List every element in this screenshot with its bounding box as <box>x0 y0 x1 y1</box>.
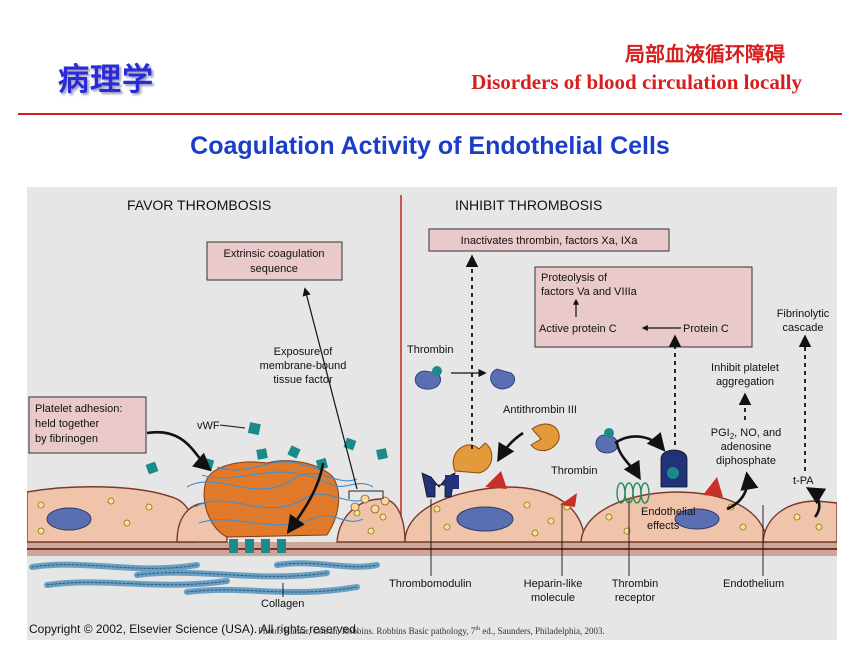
tissue-factor-bars <box>229 539 286 553</box>
exposure-line-3: tissue factor <box>273 374 333 386</box>
arrow-antithrombin-binding <box>497 431 524 463</box>
antithrombin-free <box>530 423 560 452</box>
antithrombin-bound <box>452 442 493 474</box>
slide-title: Coagulation Activity of Endothelial Cell… <box>190 132 670 160</box>
thrombin-molecule-top <box>414 366 515 390</box>
nucleus <box>674 508 720 530</box>
chapter-title-chinese: 局部血液循环障碍 <box>625 42 785 66</box>
nucleus <box>46 507 92 531</box>
thrombin-receptor-line-2: receptor <box>615 592 656 604</box>
fibrinolytic-line-2: cascade <box>783 322 824 334</box>
protein-c-label: Protein C <box>683 323 729 335</box>
proteolysis-line-2: factors Va and VIIIa <box>541 286 638 298</box>
figure-credit: Photo: Kumar, Cotran, Robbins. Robbins B… <box>258 626 605 636</box>
pgi2-line-3: diphosphate <box>716 455 776 467</box>
exposure-line-2: membrane-bound <box>260 360 347 372</box>
figure-background <box>27 187 837 640</box>
inhibit-platelet-line-2: aggregation <box>716 376 774 388</box>
thrombin-top-label: Thrombin <box>407 344 453 356</box>
heparin-line-1: Heparin-like <box>524 578 583 590</box>
thrombin-receptor-coils <box>616 482 650 504</box>
thrombomodulin-label: Thrombomodulin <box>389 578 472 590</box>
chapter-title-english: Disorders of blood circulation locally <box>471 70 802 94</box>
platelets-near-clot <box>350 494 390 514</box>
proteolysis-line-1: Proteolysis of <box>541 272 608 284</box>
exposure-line-1: Exposure of <box>274 346 334 358</box>
thrombin-receptor-line-1: Thrombin <box>612 578 658 590</box>
box-platelet-adhesion <box>28 396 147 454</box>
nucleus <box>456 506 514 532</box>
endothelial-coagulation-figure: FAVOR THROMBOSIS INHIBIT THROMBOSIS <box>27 187 837 640</box>
fibrinolytic-line-1: Fibrinolytic <box>777 308 830 320</box>
arrow-clot-to-tissue <box>286 462 325 534</box>
platelet-line-2: held together <box>35 418 100 430</box>
copyright-notice: Copyright © 2002, Elsevier Science (USA)… <box>29 622 359 636</box>
platelet-line-3: by fibrinogen <box>35 433 98 445</box>
tpa-label: t-PA <box>793 475 814 487</box>
collagen-fibers <box>29 560 380 596</box>
extrinsic-line-1: Extrinsic coagulation <box>224 248 325 260</box>
inactivates-text: Inactivates thrombin, factors Xa, IXa <box>461 235 639 247</box>
vwf-molecules <box>145 422 388 475</box>
endothelial-effects-line-2: effects <box>647 520 680 532</box>
bracket <box>348 490 384 499</box>
arrow-endothelial-effects <box>726 471 759 511</box>
vwf-label: vWF <box>197 420 220 432</box>
heparin-triangle <box>703 477 723 497</box>
header-divider <box>18 113 842 115</box>
active-protein-c-label: Active protein C <box>539 323 617 335</box>
pgi2-line-1: PGI2, NO, and <box>711 427 781 441</box>
arrow-thrombin-to-receptor <box>614 431 666 452</box>
pgi2-line-2: adenosine <box>721 441 772 453</box>
platelet-clot <box>203 460 340 538</box>
arrow-to-extrinsic <box>302 287 358 490</box>
box-extrinsic-coagulation <box>206 241 343 281</box>
arrow-thrombin-to-coil <box>615 442 641 481</box>
box-inactivates-thrombin <box>428 228 670 252</box>
heparin-triangle <box>560 493 577 507</box>
receptor-binding-site <box>667 467 679 479</box>
inhibit-platelet-line-1: Inhibit platelet <box>711 362 779 374</box>
heparin-line-2: molecule <box>531 592 575 604</box>
course-title: 病理学 <box>58 62 154 98</box>
arrow-tpa-release <box>805 487 827 518</box>
thrombomodulin-block <box>445 475 459 489</box>
thrombin-mid-label: Thrombin <box>551 465 597 477</box>
vwf-pointer <box>219 424 246 429</box>
antithrombin-label: Antithrombin III <box>503 404 577 416</box>
platelet-line-1: Platelet adhesion: <box>35 403 122 415</box>
endothelium-label: Endothelium <box>723 578 784 590</box>
heading-inhibit-thrombosis: INHIBIT THROMBOSIS <box>455 197 602 213</box>
heparin-triangle <box>485 471 507 489</box>
arrow-platelet-adhesion <box>146 430 212 472</box>
heading-favor-thrombosis: FAVOR THROMBOSIS <box>127 197 271 213</box>
box-protein-c-pathway <box>534 266 753 348</box>
collagen-label: Collagen <box>261 598 304 610</box>
label-pointers <box>282 499 764 597</box>
extrinsic-line-2: sequence <box>250 263 298 275</box>
endothelial-effects-line-1: Endothelial <box>641 506 695 518</box>
thrombin-molecule-mid <box>595 428 619 454</box>
